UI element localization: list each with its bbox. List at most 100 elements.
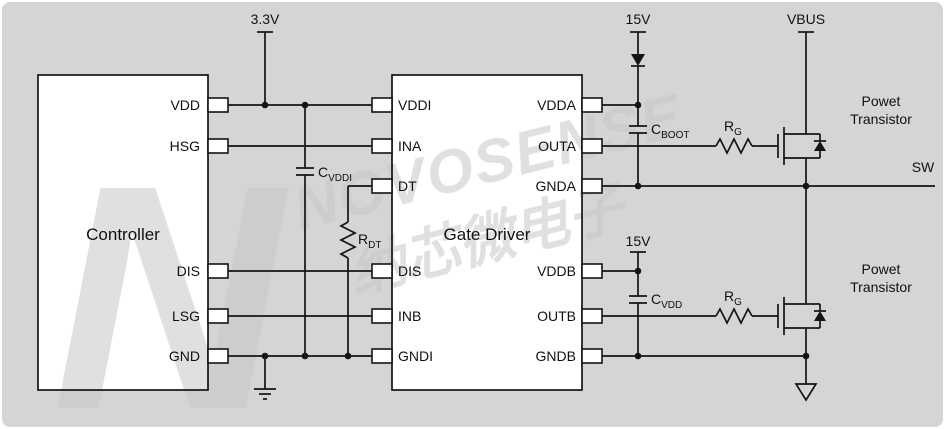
capacitor-cvdd-icon [629,271,647,356]
wires-right-top [602,104,935,187]
ground-symbol-left-icon [254,356,276,400]
ground-right-triangle [794,383,818,402]
gatedriver-pin-label-dt: DT [398,178,417,194]
gatedriver-pin-label-vddi: VDDI [398,97,431,113]
mosfet-top-icon [777,127,826,186]
junction-dot [344,352,352,360]
sw-label: SW [912,159,935,175]
controller-pin-label-lsg: LSG [172,308,200,324]
capacitor-cboot-label: CBOOT [651,121,689,141]
supply-15v-top-label: 15V [626,11,652,27]
gatedriver-pin-label-vddb: VDDB [537,263,576,279]
rg-bottom-ref: R [724,288,734,304]
junction-dot [634,352,642,360]
ground-symbol-right-icon [794,356,818,402]
body-diode-bottom-icon [814,311,826,321]
junction-dot [634,267,642,275]
controller-pin-box-dis [207,263,229,279]
gatedriver-pin-box-gnda [581,178,603,194]
gatedriver-pin-box-dis [371,263,393,279]
gatedriver-box [391,74,583,391]
gatedriver-pin-box-ina [371,138,393,154]
gatedriver-pin-box-dt [371,178,393,194]
junction-dot [301,101,309,109]
gatedriver-pin-label-outa: OUTA [538,138,577,154]
junction-dot [634,101,642,109]
vbus-net [798,31,814,134]
junction-dot [634,182,642,190]
gatedriver-box-border [391,74,583,391]
resistor-rg-bottom-label: RG [724,288,742,308]
capacitor-cvddi-label: CVDDI [318,164,352,184]
cvdd-ref: C [651,291,661,307]
transistor-top-label-line2: Transistor [850,111,912,127]
supply-15v-top [630,31,646,105]
cvdd-sub: VDD [661,300,682,311]
rg-top-sub: G [734,127,742,138]
cboot-sub: BOOT [661,130,689,141]
controller-box-border [37,74,209,391]
gatedriver-right-pin-boxes [581,97,603,364]
junction-dot [301,352,309,360]
junction-dot [261,101,269,109]
cboot-ref: C [651,121,661,137]
controller-pin-label-gnd: GND [169,348,200,364]
resistor-rg-top-label: RG [724,118,742,138]
controller-pin-box-lsg [207,308,229,324]
gatedriver-pin-label-vdda: VDDA [537,97,577,113]
resistor-rdt-icon [339,185,372,356]
rdt-sub: DT [368,240,381,251]
mosfet-bottom-icon [777,186,826,356]
capacitor-cboot-icon [629,105,647,186]
gatedriver-title: Gate Driver [444,225,531,244]
gatedriver-pin-box-outa [581,138,603,154]
controller-pin-label-hsg: HSG [170,138,200,154]
gatedriver-pin-box-gndi [371,348,393,364]
rg-bottom-sub: G [734,297,742,308]
junction-dot [802,182,810,190]
supply-3v3-label: 3.3V [251,11,280,27]
gatedriver-pin-box-inb [371,308,393,324]
transistor-bottom-label-line1: Powet [862,261,901,277]
gatedriver-box-fill [392,75,582,390]
capacitor-cvddi-icon [296,105,314,356]
transistor-top-label-line1: Powet [862,93,901,109]
controller-pin-label-vdd: VDD [170,97,200,113]
gatedriver-pin-label-dis: DIS [398,263,421,279]
controller-title: Controller [86,225,160,244]
resistor-rg-bottom-icon [715,307,753,325]
junction-dot [802,352,810,360]
gatedriver-pin-label-gndb: GNDB [536,348,576,364]
controller-pin-box-hsg [207,138,229,154]
controller-pin-boxes [207,97,229,364]
gatedriver-pin-box-vdda [581,97,603,113]
watermark-logo-n-icon: N [52,118,292,429]
capacitor-cvdd-label: CVDD [651,291,682,311]
transistor-bottom-label-line2: Transistor [850,279,912,295]
gatedriver-pin-box-gndb [581,348,603,364]
controller-pin-box-vdd [207,97,229,113]
supply-3v3 [257,31,273,105]
rg-top-ref: R [724,118,734,134]
vbus-label: VBUS [787,11,825,27]
gatedriver-right-pin-labels: VDDA OUTA GNDA VDDB OUTB GNDB [536,97,577,364]
gatedriver-pin-box-vddb [581,263,603,279]
cvddi-sub: VDDI [328,173,352,184]
body-diode-top-icon [814,141,826,151]
gatedriver-pin-label-outb: OUTB [537,308,576,324]
controller-box-fill [38,75,208,390]
resistor-rdt-label: RDT [358,231,381,251]
gatedriver-pin-label-gndi: GNDI [398,348,433,364]
controller-pin-box-gnd [207,348,229,364]
gatedriver-pin-box-outb [581,308,603,324]
controller-pin-label-dis: DIS [177,263,200,279]
gatedriver-left-pin-labels: VDDI INA DT DIS INB GNDI [398,97,433,364]
gatedriver-pin-label-gnda: GNDA [536,178,577,194]
gatedriver-pin-label-ina: INA [398,138,422,154]
junction-dots [261,101,810,360]
supply-15v-bottom-label: 15V [626,233,652,249]
cvddi-ref: C [318,164,328,180]
controller-pin-labels: VDD HSG DIS LSG GND [169,97,200,364]
